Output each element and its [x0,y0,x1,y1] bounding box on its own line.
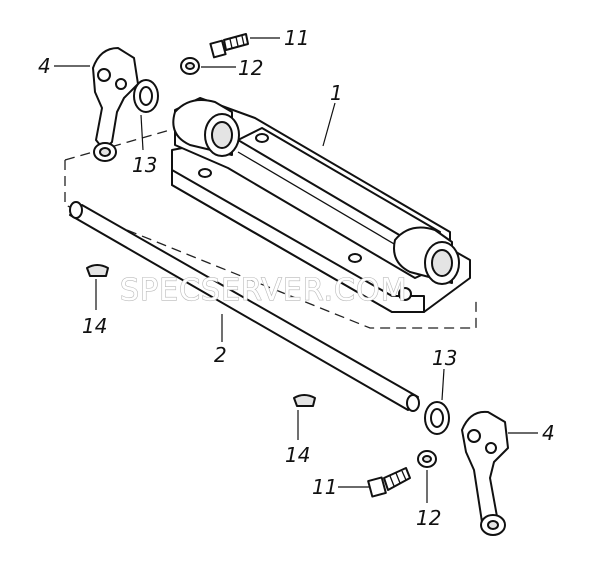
callout-washer-top: 12 [238,56,263,80]
key-left-part [86,264,109,277]
washer-bottom-part [417,450,437,468]
shaft-part [69,201,420,412]
watermark-text: SPECSERVER.COM [120,273,407,308]
callout-housing: 1 [330,81,343,105]
leader-lines [54,37,538,503]
callout-bolt-top: 11 [284,26,309,50]
callout-ring-left: 13 [132,153,157,177]
right-boss [393,226,460,285]
left-boss [172,99,240,157]
mount-hole [198,168,212,178]
base-screw [398,287,412,301]
bolt-bottom-part [367,467,411,498]
callout-lever-left: 4 [38,54,51,78]
housing-part [171,97,471,313]
callout-lever-right: 4 [542,421,555,445]
callout-key-left: 14 [82,314,107,338]
callout-washer-bottom: 12 [416,506,441,530]
mount-hole [255,133,269,143]
callout-key-right: 14 [285,443,310,467]
lever-left-part [92,47,139,162]
key-right-part [293,394,316,407]
ring-right-part [424,401,450,435]
bolt-top-part [209,33,249,59]
washer-top-part [180,57,200,75]
callout-bolt-bottom: 11 [312,475,337,499]
callout-shaft: 2 [214,343,227,367]
lever-right-part [461,410,509,536]
assembly-boundary [64,129,477,329]
callout-ring-right: 13 [432,346,457,370]
mount-hole [348,253,362,263]
ring-left-part [133,79,159,113]
